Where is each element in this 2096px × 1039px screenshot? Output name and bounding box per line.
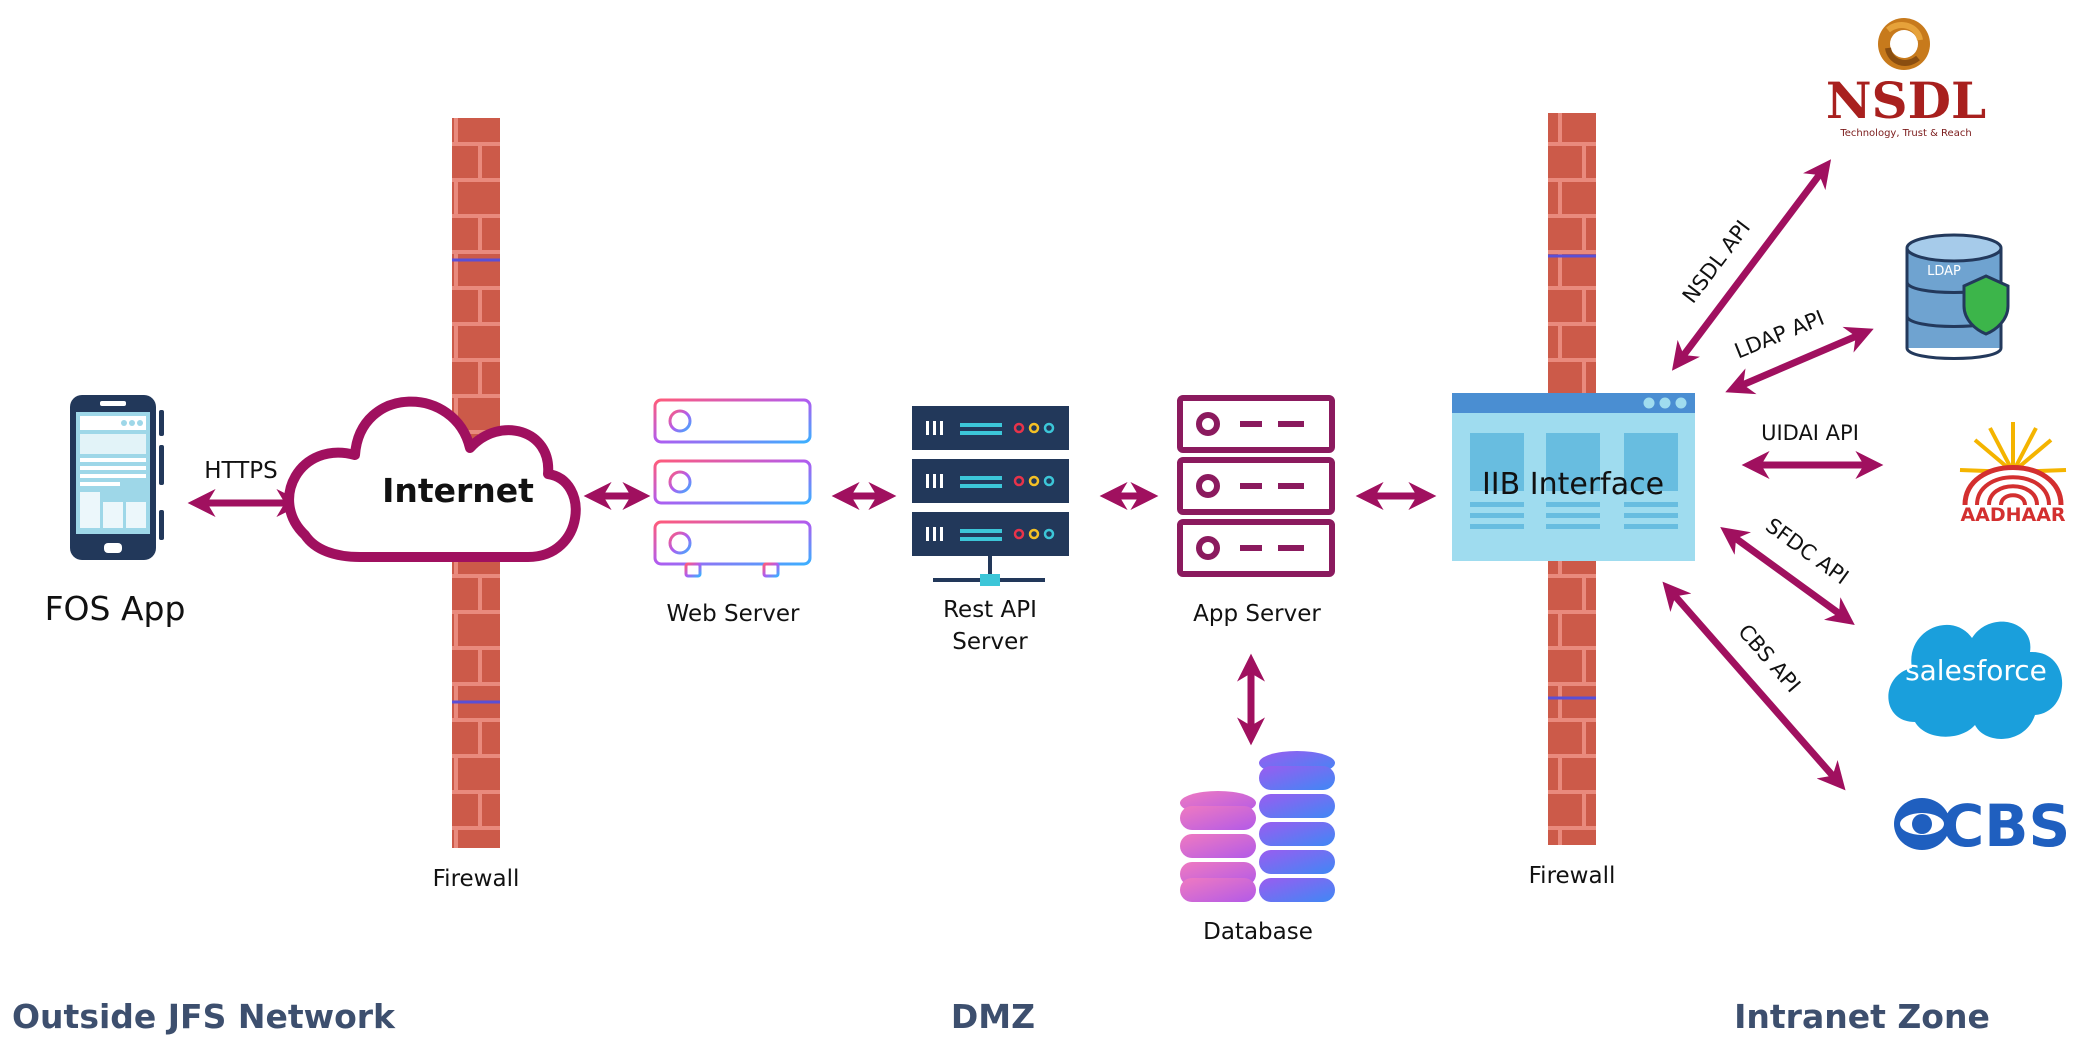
nsdl-api-arrow — [1671, 159, 1832, 371]
nsdl-logo-tagline: Technology, Trust & Reach — [1839, 128, 1971, 139]
nsdl-logo-text: NSDL — [1826, 71, 1986, 130]
nsdl-api-label: NSDL API — [1678, 216, 1755, 308]
nsdl-logo: NSDL Technology, Trust & Reach — [1826, 18, 1986, 139]
ldap-database-icon: LDAP — [1905, 233, 2010, 360]
ldap-logo-text: LDAP — [1927, 264, 1961, 279]
https-label: HTTPS — [204, 458, 277, 484]
firewall-right-label: Firewall — [1529, 863, 1616, 889]
app-server-icon — [1177, 395, 1335, 577]
web-server-icon — [653, 398, 812, 578]
firewall-left-label: Firewall — [433, 866, 520, 892]
rest-api-label-line1: Rest API — [943, 597, 1037, 623]
zone-dmz-label: DMZ — [951, 997, 1035, 1036]
web-server-label: Web Server — [667, 601, 800, 627]
zone-outside-label: Outside JFS Network — [12, 997, 396, 1036]
cbs-api-arrow — [1662, 581, 1846, 791]
database-icon — [1180, 751, 1335, 902]
uidai-api-label: UIDAI API — [1761, 421, 1859, 445]
cloud-icon — [284, 396, 581, 562]
database-label: Database — [1203, 919, 1313, 945]
phone-icon — [70, 395, 164, 560]
rest-api-label-line2: Server — [952, 629, 1028, 655]
cbs-logo: CBS — [1894, 792, 2070, 860]
ldap-api-arrow — [1725, 326, 1874, 395]
fos-app-label: FOS App — [45, 589, 186, 628]
zone-intranet-label: Intranet Zone — [1734, 997, 1990, 1036]
aadhaar-logo: AADHAAR — [1959, 422, 2067, 526]
cbs-api-label: CBS API — [1733, 620, 1805, 698]
cbs-logo-text: CBS — [1942, 792, 2071, 860]
iib-interface-label: IIB Interface — [1482, 467, 1664, 502]
aadhaar-logo-text: AADHAAR — [1960, 504, 2065, 526]
sfdc-api-label: SFDC API — [1761, 513, 1853, 589]
internet-label: Internet — [382, 471, 534, 510]
salesforce-logo: salesforce — [1888, 621, 2063, 739]
salesforce-logo-text: salesforce — [1905, 654, 2047, 687]
app-server-label: App Server — [1193, 601, 1321, 627]
rest-api-server-icon — [912, 406, 1069, 586]
iib-interface-window — [1452, 393, 1695, 561]
